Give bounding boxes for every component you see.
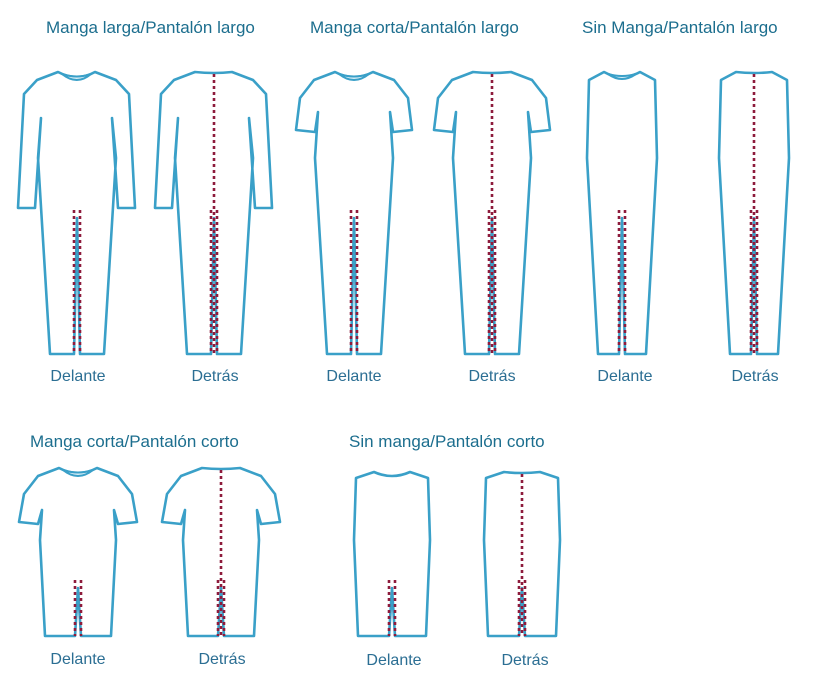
group-title-sleeveless-long-pants: Sin Manga/Pantalón largo — [582, 18, 778, 37]
caption-back: Detrás — [198, 651, 246, 668]
caption-front: Delante — [50, 651, 106, 668]
caption-front: Delante — [597, 368, 653, 385]
group-title-sleeveless-short-pants: Sin manga/Pantalón corto — [349, 432, 545, 451]
caption-back: Detrás — [468, 368, 516, 385]
caption-front: Delante — [366, 652, 422, 669]
group-title-short-sleeve-long-pants: Manga corta/Pantalón largo — [310, 18, 519, 37]
caption-front: Delante — [326, 368, 382, 385]
caption-back: Detrás — [731, 368, 779, 385]
caption-back: Detrás — [191, 368, 239, 385]
caption-back: Detrás — [501, 652, 549, 669]
group-title-short-sleeve-short-pants: Manga corta/Pantalón corto — [30, 432, 239, 451]
caption-front: Delante — [50, 368, 106, 385]
group-title-long-sleeve-long-pants: Manga larga/Pantalón largo — [46, 18, 255, 37]
